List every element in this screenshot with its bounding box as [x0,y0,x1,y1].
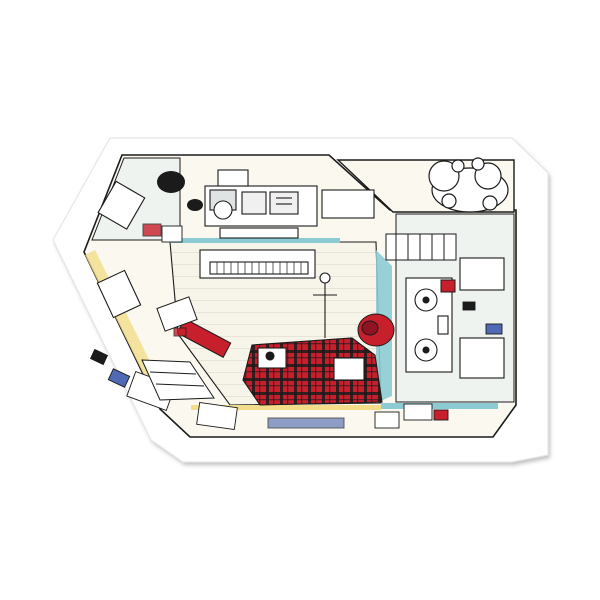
shelves [385,233,457,293]
keyboard-icon [199,249,316,279]
desk [204,169,318,239]
windows [96,180,505,379]
record-shelf [141,359,215,401]
lamp-icon [313,272,337,338]
speaker-icon [157,171,203,211]
teddy-bear-icon [428,157,509,213]
red-chair [357,313,395,347]
red-keyboard [156,296,232,358]
turntable-icon [405,277,453,373]
floor-items [89,223,503,431]
bed-icon [242,337,383,406]
